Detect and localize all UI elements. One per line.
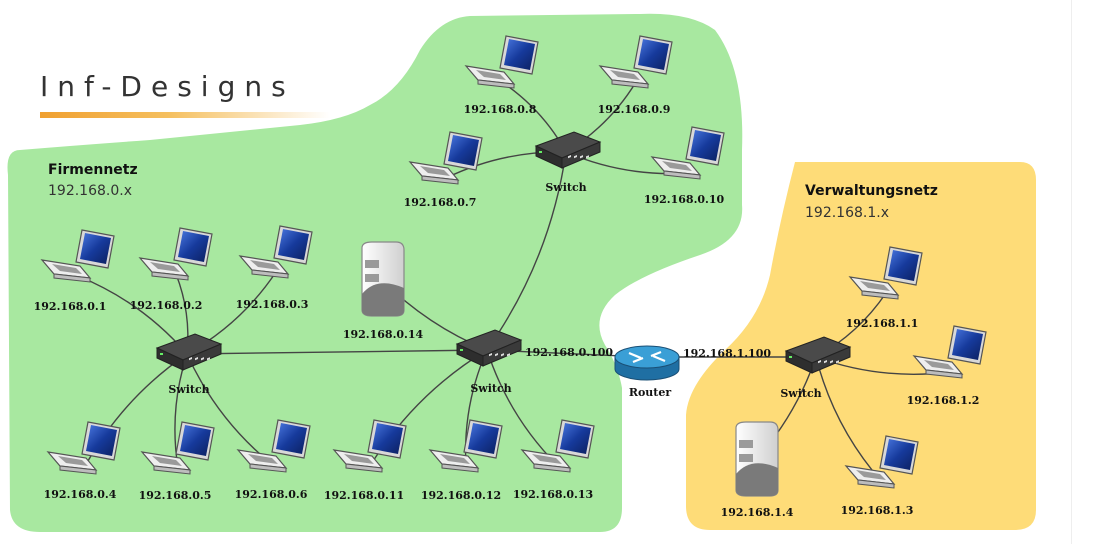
laptop-label: 192.168.0.8 — [464, 103, 537, 116]
laptop-label: 192.168.0.1 — [34, 300, 107, 313]
router-label: Router — [629, 386, 672, 399]
laptop-label: 192.168.0.3 — [236, 298, 309, 311]
server-1-4-label: 192.168.1.4 — [721, 506, 794, 519]
laptop-label: 192.168.1.2 — [907, 394, 980, 407]
laptop-label: 192.168.0.13 — [513, 488, 593, 501]
laptop-label: 192.168.0.7 — [404, 196, 477, 209]
laptop-label: 192.168.0.2 — [130, 299, 203, 312]
server-1-4-icon[interactable] — [735, 421, 779, 497]
laptop-label: 192.168.0.9 — [598, 103, 671, 116]
server-0-14-icon[interactable] — [361, 241, 405, 317]
laptop-label: 192.168.0.6 — [235, 488, 308, 501]
switch-center-label: Switch — [470, 382, 511, 395]
laptop-label: 192.168.0.12 — [421, 489, 501, 502]
laptop-label: 192.168.1.3 — [841, 504, 914, 517]
verwaltungsnetz-subnet: 192.168.1.x — [805, 205, 889, 221]
brand-underline — [40, 112, 330, 118]
switch-right-label: Switch — [780, 387, 821, 400]
switch-top-label: Switch — [545, 181, 586, 194]
network-cable — [815, 356, 883, 483]
firmennetz-title: Firmennetz — [48, 162, 138, 178]
network-cable — [486, 151, 567, 351]
interface-192-168-1-100: 192.168.1.100 — [683, 347, 771, 360]
laptop-label: 192.168.0.10 — [644, 193, 725, 206]
verwaltungsnetz-title: Verwaltungsnetz — [805, 183, 938, 199]
brand-logo-text: Inf-Designs — [40, 70, 295, 103]
laptop-label: 192.168.0.5 — [139, 489, 212, 502]
laptop-label: 192.168.1.1 — [846, 317, 919, 330]
firmennetz-subnet: 192.168.0.x — [48, 183, 132, 199]
router-icon[interactable] — [614, 345, 680, 381]
network-cable — [186, 349, 488, 355]
server-0-14-label: 192.168.0.14 — [343, 328, 424, 341]
switch-left-label: Switch — [168, 383, 209, 396]
laptop-label: 192.168.0.11 — [324, 489, 404, 502]
interface-192-168-0-100: 192.168.0.100 — [525, 346, 613, 359]
page-divider — [1071, 0, 1072, 544]
laptop-label: 192.168.0.4 — [44, 488, 117, 501]
